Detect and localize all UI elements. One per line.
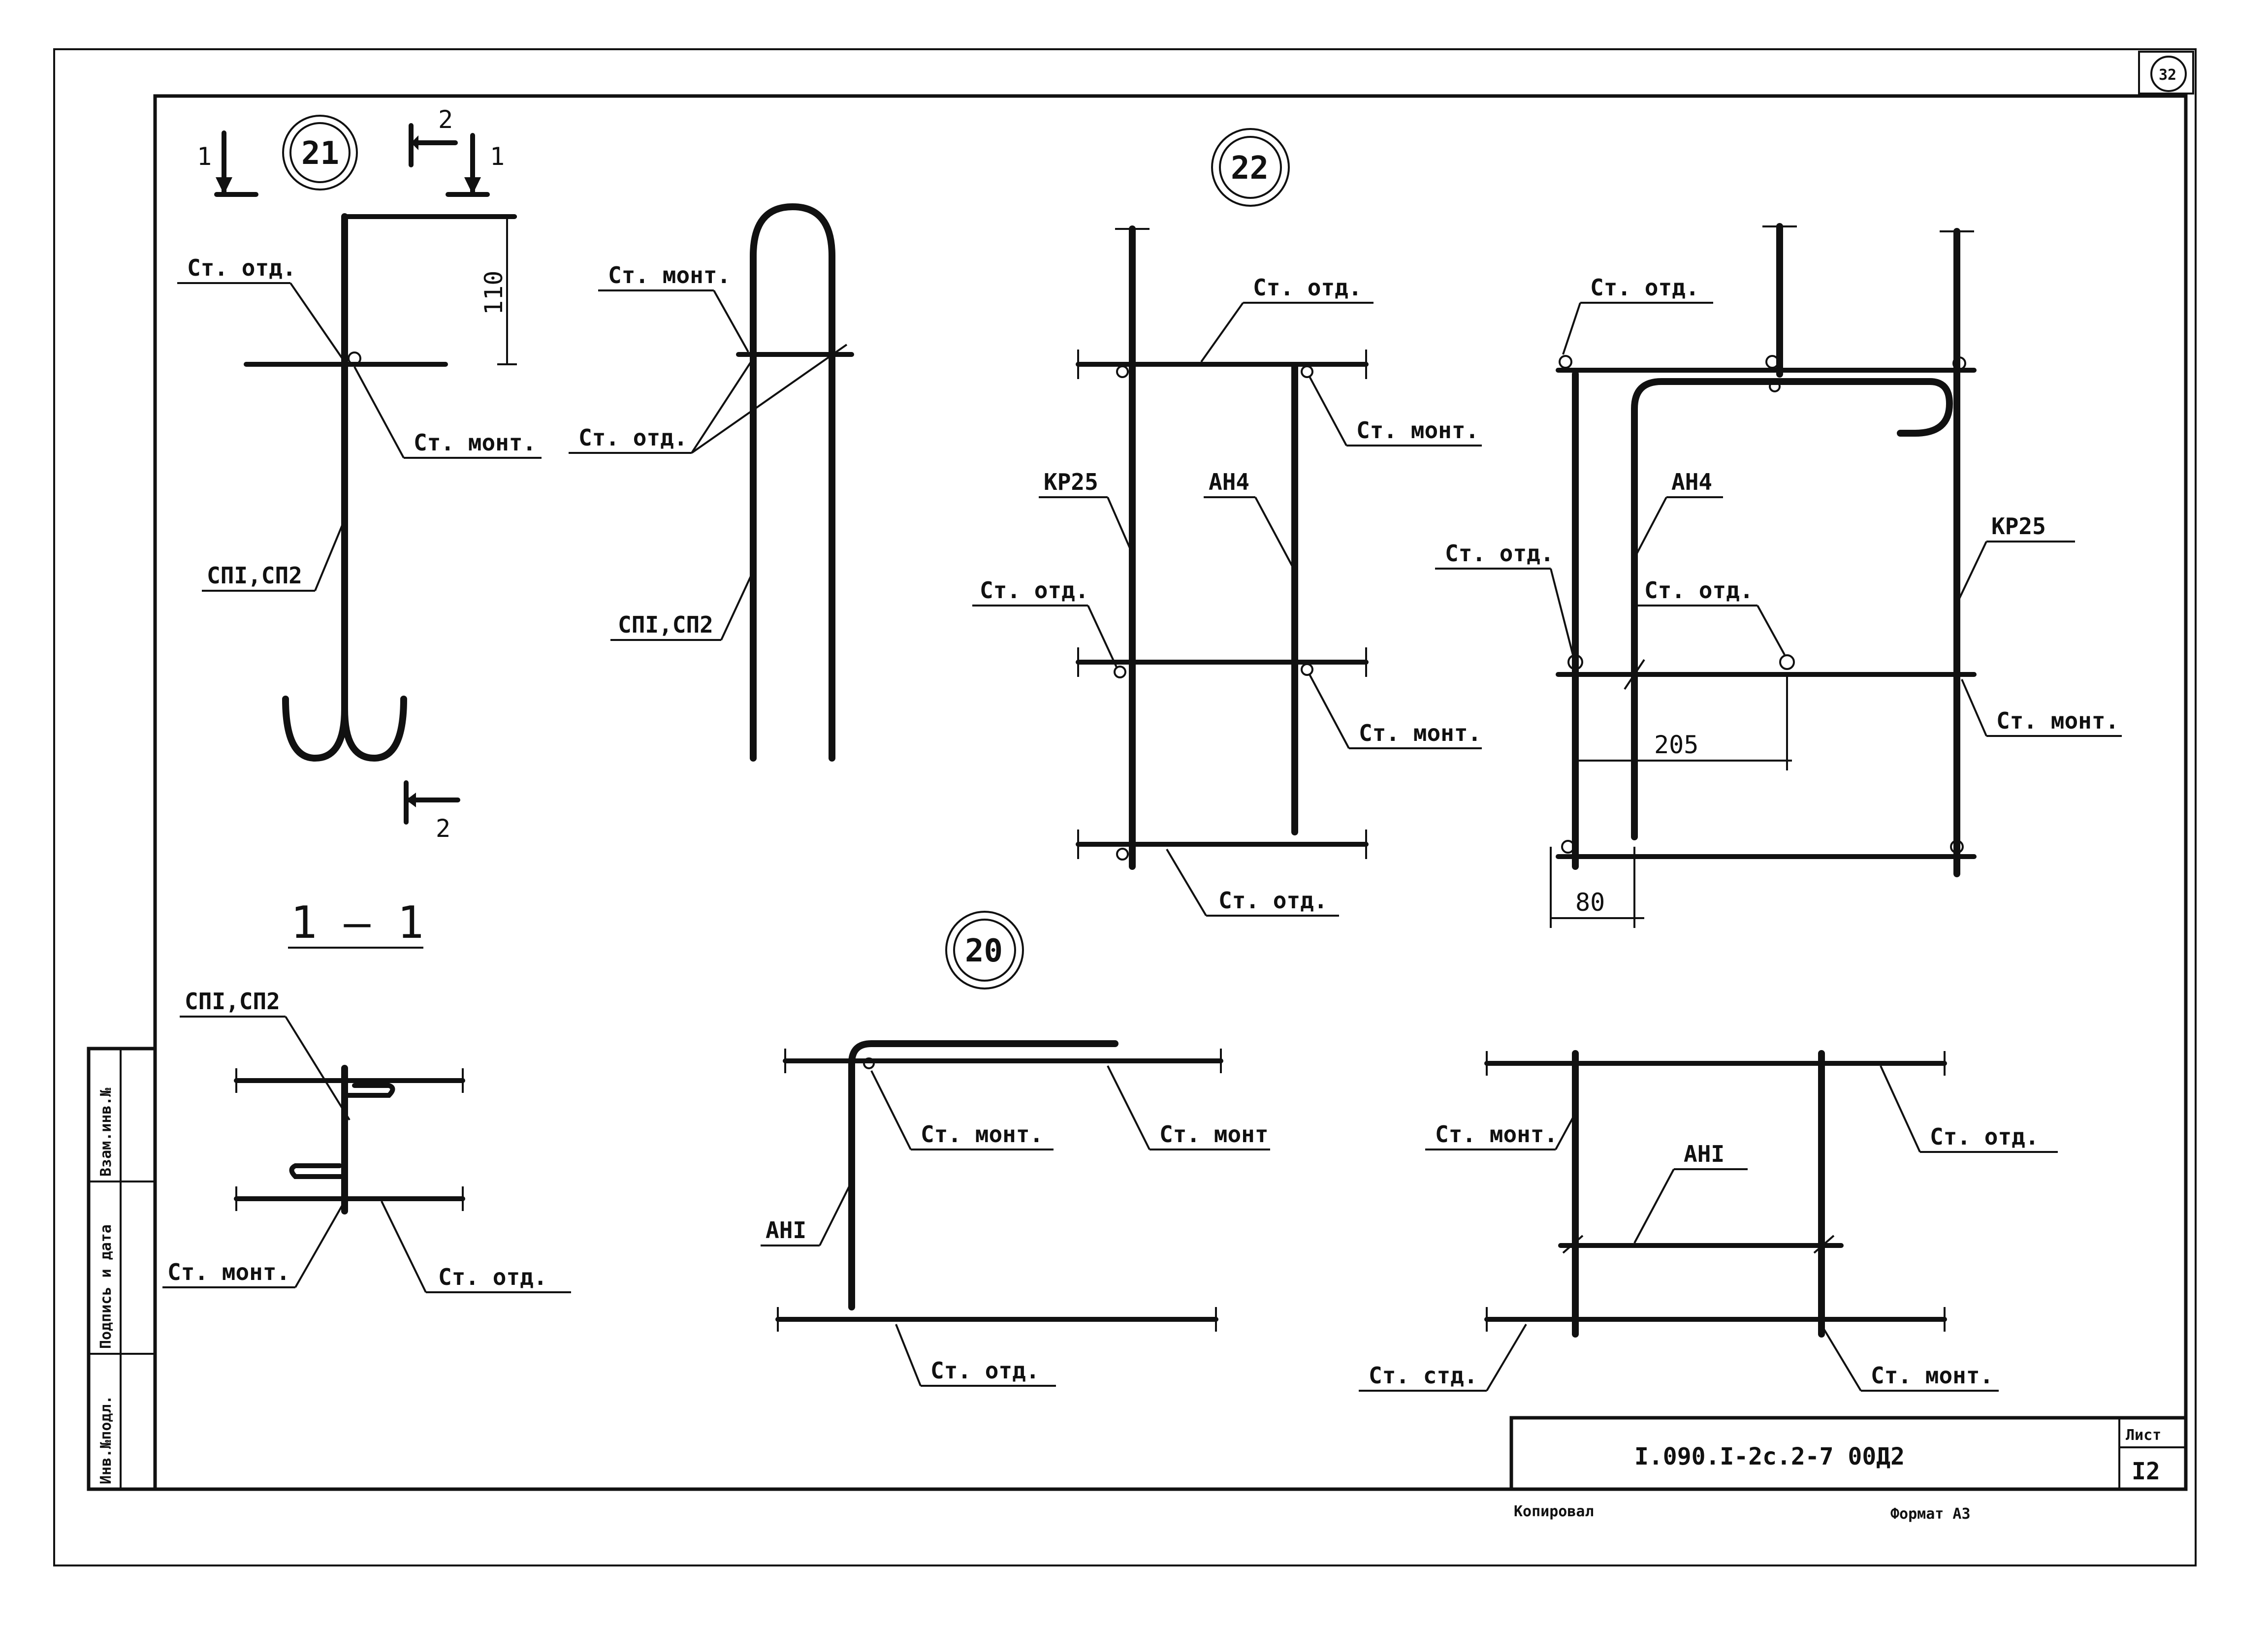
label-st-std-20: Ст. стд. xyxy=(1369,1362,1478,1389)
title-block: I.090.I-2с.2-7 00Д2 Лист I2 xyxy=(1509,1416,2188,1491)
dimension-205: 205 xyxy=(1574,674,1792,770)
svg-text:22: 22 xyxy=(1231,150,1269,187)
inner-frame xyxy=(153,94,2188,1491)
label-an4-22b: АН4 xyxy=(1671,469,1712,495)
label-an4-22a: АН4 xyxy=(1209,469,1249,495)
detail-20-callout: 20 xyxy=(945,911,1024,990)
label-kr25-22b: КР25 xyxy=(1991,513,2046,540)
section-1-1-view xyxy=(234,1065,465,1214)
label-kr25-22a: КР25 xyxy=(1044,469,1098,495)
section-mark-2-bottom: 2 xyxy=(404,780,460,843)
label-sp-21a: СПI,СП2 xyxy=(207,562,302,589)
footer-copied: Копировал xyxy=(1514,1503,1594,1520)
svg-text:20: 20 xyxy=(965,933,1003,969)
section-mark-1-left: 1 xyxy=(197,130,258,197)
dimension-110: 110 xyxy=(479,216,517,365)
strip-cell-replace: Взам.инв.№ xyxy=(97,1087,115,1177)
label-st-otd-22f: Ст. отд. xyxy=(1644,577,1754,604)
label-st-mont-22b: Ст. монт. xyxy=(1359,720,1481,746)
detail-22-callout: 22 xyxy=(1211,128,1290,207)
label-st-otd-22d: Ст. отд. xyxy=(1590,274,1699,301)
label-st-mont-20c: Ст. монт. xyxy=(1435,1121,1558,1148)
label-st-otd-22a: Ст. отд. xyxy=(1253,274,1362,301)
label-sp-section: СПI,СП2 xyxy=(185,988,280,1015)
label-st-mont-20a: Ст. монт. xyxy=(921,1121,1043,1148)
section-mark-1-right: 1 xyxy=(446,133,505,197)
detail-22-left-view xyxy=(1076,225,1369,870)
label-st-otd-21b: Ст. отд. xyxy=(578,424,688,451)
footer-format: Формат А3 xyxy=(1890,1505,1971,1523)
svg-text:2: 2 xyxy=(436,814,450,843)
label-an1-20b: АНI xyxy=(1684,1141,1725,1167)
label-st-otd-section: Ст. отд. xyxy=(438,1264,547,1290)
svg-text:80: 80 xyxy=(1575,888,1605,917)
sheet-number: I2 xyxy=(2132,1458,2160,1485)
corner-box xyxy=(2138,51,2194,95)
label-st-otd-22c: Ст. отд. xyxy=(1218,887,1328,914)
label-st-otd-20a: Ст. отд. xyxy=(930,1357,1040,1384)
detail-20-left-view xyxy=(775,1040,1223,1332)
left-strip: Взам.инв.№ Подпись и дата Инв.№подл. xyxy=(87,1047,157,1491)
label-st-otd-21a: Ст. отд. xyxy=(187,255,296,281)
dimension-80: 80 xyxy=(1550,847,1644,928)
label-sp-21b: СПI,СП2 xyxy=(618,611,713,638)
svg-text:2: 2 xyxy=(438,105,453,134)
label-st-mont-22c: Ст. монт. xyxy=(1996,707,2119,734)
label-st-otd-22b: Ст. отд. xyxy=(980,577,1089,604)
svg-text:205: 205 xyxy=(1654,731,1698,759)
label-st-mont-21a: Ст. монт. xyxy=(414,429,536,456)
strip-cell-signature: Подпись и дата xyxy=(97,1224,115,1349)
corner-circle xyxy=(2150,56,2187,92)
outer-frame xyxy=(53,48,2197,1566)
label-st-mont-section: Ст. монт. xyxy=(167,1259,290,1285)
svg-text:1: 1 xyxy=(490,142,505,171)
detail-21-hook-bar xyxy=(244,213,517,762)
detail-20-right-view xyxy=(1484,1050,1947,1338)
label-an1-20a: АНI xyxy=(766,1217,806,1244)
strip-cell-inventory: Инв.№подл. xyxy=(97,1395,115,1484)
detail-21-callout: 21 xyxy=(282,115,358,191)
label-st-otd-20b: Ст. отд. xyxy=(1930,1123,2039,1150)
corner-sheet-number: 32 xyxy=(2159,66,2176,84)
svg-text:21: 21 xyxy=(301,135,339,172)
section-mark-2-top: 2 xyxy=(409,105,458,167)
drawing-designation: I.090.I-2с.2-7 00Д2 xyxy=(1634,1443,1905,1470)
sheet-label: Лист xyxy=(2126,1427,2161,1444)
detail-21-u-bar xyxy=(736,203,854,762)
label-st-mont-20d: Ст. монт. xyxy=(1871,1362,1993,1389)
label-st-mont-20b: Ст. монт xyxy=(1159,1121,1269,1148)
svg-text:1: 1 xyxy=(197,142,212,171)
detail-22-right-view xyxy=(1556,223,1977,877)
label-st-mont-21b: Ст. монт. xyxy=(608,262,731,288)
label-st-otd-22e: Ст. отд. xyxy=(1445,540,1554,567)
label-st-mont-22a: Ст. монт. xyxy=(1356,417,1479,444)
svg-text:110: 110 xyxy=(479,271,508,315)
section-title-1-1: 1 — 1 xyxy=(290,897,424,949)
